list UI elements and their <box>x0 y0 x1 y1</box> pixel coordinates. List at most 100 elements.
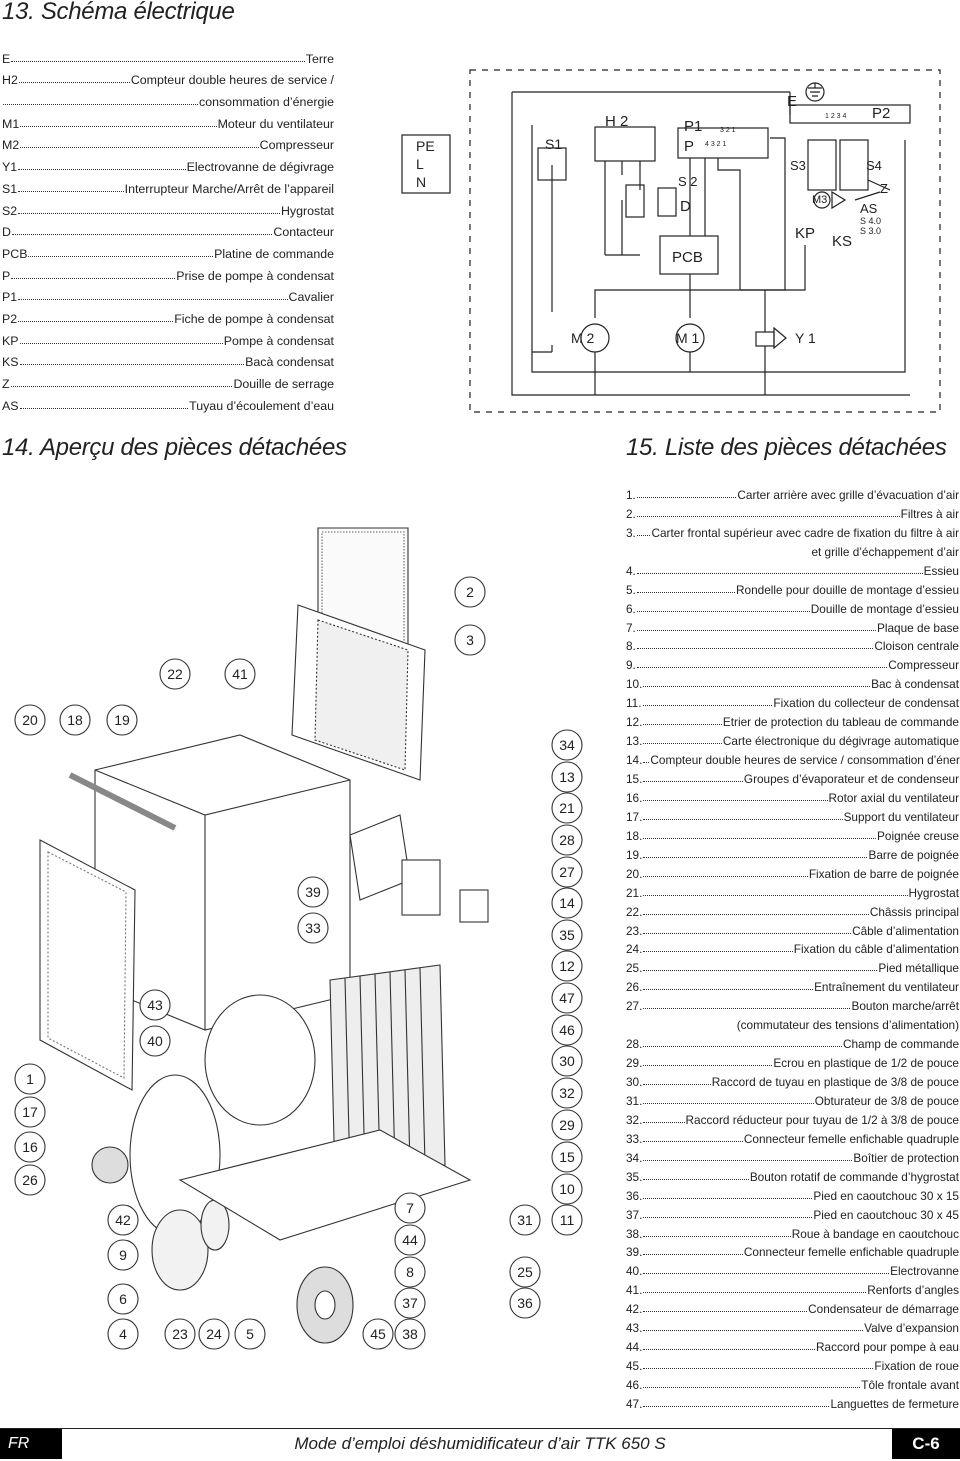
callout-label: 15 <box>559 1149 575 1165</box>
legend-code: PCB <box>2 246 28 261</box>
leader-dots <box>643 781 743 782</box>
part-label: (commutateur des tensions d’alimentation… <box>736 1018 959 1033</box>
leader-dots <box>643 1102 814 1104</box>
label-pins-1: 3 2 1 <box>720 127 736 134</box>
part-number: 39. <box>626 1245 643 1260</box>
part-label: Bouton marche/arrêt <box>851 999 959 1014</box>
legend-label: Compresseur <box>259 138 334 153</box>
legend-label: Terre <box>305 51 334 66</box>
part-label: Roue à bandage en caoutchouc <box>791 1226 959 1241</box>
leader-dots <box>643 989 814 991</box>
callout-label: 4 <box>119 1326 127 1342</box>
callout-bubble <box>551 1109 583 1141</box>
callout-bubble <box>224 658 256 690</box>
label-p1: P1 <box>684 118 702 135</box>
m3-pump-motor <box>813 191 831 209</box>
leader-dots <box>643 894 908 896</box>
legend-label: Bacà condensat <box>245 355 334 370</box>
leader-dots <box>636 591 736 593</box>
callout-label: 26 <box>22 1172 38 1188</box>
leader-dots <box>18 212 280 214</box>
leader-dots <box>11 277 176 279</box>
leader-dots <box>636 496 737 498</box>
legend-code: M2 <box>2 138 20 153</box>
legend-code: P1 <box>2 290 18 305</box>
parts-list-item: 17.Support du ventilateur <box>626 805 959 824</box>
part-label: et grille d’échappement d’air <box>811 544 959 559</box>
callout-label: 9 <box>119 1247 127 1263</box>
leader-dots <box>18 169 186 171</box>
part-label: Electrovanne <box>890 1264 959 1279</box>
s2-hygrostat <box>625 184 645 218</box>
part-number: 6. <box>626 601 636 616</box>
parts-list-item: 16.Rotor axial du ventilateur <box>626 786 959 805</box>
callout-label: 46 <box>559 1022 575 1038</box>
leader-dots <box>643 1084 711 1085</box>
callout-bubble <box>362 1318 394 1350</box>
callout-bubble <box>14 1164 46 1196</box>
parts-list-item: 44.Raccord pour pompe à eau <box>626 1335 959 1354</box>
control-box <box>349 814 489 923</box>
legend-label: Electrovanne de dégivrage <box>186 160 334 175</box>
parts-list-item: 31.Obturateur de 3/8 de pouce <box>626 1089 959 1108</box>
callout-label: 5 <box>246 1326 254 1342</box>
callout-bubble <box>59 704 91 736</box>
wiring-diagram: PE L N S1 H 2 P1 P 3 2 1 4 3 2 1 1 2 3 4… <box>401 69 941 413</box>
label-m3: M3 <box>812 194 827 206</box>
leader-dots <box>643 1197 813 1199</box>
part-label: Boîtier de protection <box>853 1150 959 1165</box>
footer-title: Mode d’emploi déshumidificateur d’air TT… <box>294 1434 666 1453</box>
callout-label: 11 <box>560 1212 575 1228</box>
legend-code: Z <box>2 377 10 391</box>
part-label: Fixation de barre de poignée <box>808 866 959 881</box>
callout-label: 30 <box>559 1053 575 1069</box>
language-badge: FR <box>0 1429 62 1459</box>
leader-dots <box>643 743 722 745</box>
callout-bubble <box>551 729 583 761</box>
part-label: Fixation du collecteur de condensat <box>773 696 959 711</box>
callout-label: 35 <box>559 927 575 943</box>
part-number: 47. <box>626 1396 643 1411</box>
part-number: 5. <box>626 582 636 597</box>
part-label: Plaque de base <box>877 620 959 635</box>
legend-item: consommation d’énergie <box>2 87 334 109</box>
leader-dots <box>636 572 923 574</box>
callout-bubble <box>509 1204 541 1236</box>
callout-label: 29 <box>559 1117 575 1133</box>
legend-code: D <box>2 225 11 240</box>
parts-list-item: 20.Fixation de barre de poignée <box>626 862 959 881</box>
part-label: Languettes de fermeture <box>830 1396 959 1411</box>
part-label: Pied en caoutchouc 30 x 45 <box>813 1207 959 1222</box>
part-label: Essieu <box>923 563 959 578</box>
parts-list-item: (commutateur des tensions d’alimentation… <box>626 1013 959 1032</box>
callout-bubble <box>107 1318 139 1350</box>
leader-dots <box>643 799 828 801</box>
callout-label: 39 <box>305 884 321 900</box>
callout-bubble <box>551 1173 583 1205</box>
s1-switch <box>537 147 567 181</box>
leader-dots <box>643 1216 813 1218</box>
legend-label: Douille de serrage <box>233 377 334 391</box>
callout-bubble <box>107 1239 139 1271</box>
callout-label: 13 <box>559 769 575 785</box>
leader-dots <box>643 762 650 764</box>
legend-label: Fiche de pompe à condensat <box>174 311 334 326</box>
leader-dots <box>643 1273 890 1275</box>
part-number: 2. <box>626 506 636 521</box>
callout-bubble <box>14 1131 46 1163</box>
label-h2: H 2 <box>605 113 628 130</box>
leader-dots <box>643 1311 808 1313</box>
parts-list-item: 25.Pied métallique <box>626 956 959 975</box>
part-number: 33. <box>626 1131 643 1146</box>
part-label: Barre de poignée <box>868 847 959 862</box>
part-number: 22. <box>626 904 643 919</box>
callout-bubble <box>394 1287 426 1319</box>
part-number: 35. <box>626 1169 643 1184</box>
leader-dots <box>636 648 874 650</box>
label-pcb: PCB <box>672 249 703 266</box>
